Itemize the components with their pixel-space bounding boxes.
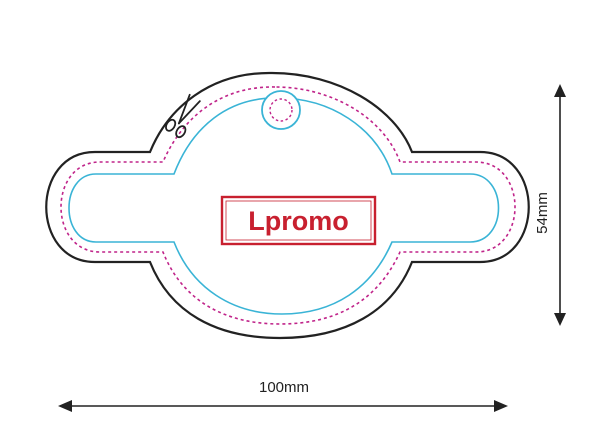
scissors-blade-b (177, 100, 201, 125)
bleed-line (60, 86, 516, 325)
hole-outer-ring (261, 90, 301, 130)
punch-hole (261, 90, 301, 130)
width-dimension: 100mm (58, 379, 508, 412)
scissors-handle-a (165, 118, 177, 132)
height-arrow-bottom (554, 313, 566, 326)
width-arrow-left (58, 400, 72, 412)
height-dimension: 54mm (534, 84, 566, 326)
scissors-handle-b (175, 125, 187, 139)
logo: Lpromo (220, 195, 377, 246)
height-arrow-top (554, 84, 566, 97)
logo-frame (220, 195, 377, 246)
logo-text: Lpromo (248, 206, 349, 236)
height-label: 54mm (534, 192, 551, 234)
scissors-blade-a (177, 93, 191, 125)
scissors-icon (165, 93, 201, 139)
logo-frame-inner (225, 200, 372, 241)
safe-area-line (68, 97, 500, 315)
hole-dotted-ring (269, 98, 293, 122)
width-arrow-right (494, 400, 508, 412)
width-label: 100mm (259, 379, 309, 396)
